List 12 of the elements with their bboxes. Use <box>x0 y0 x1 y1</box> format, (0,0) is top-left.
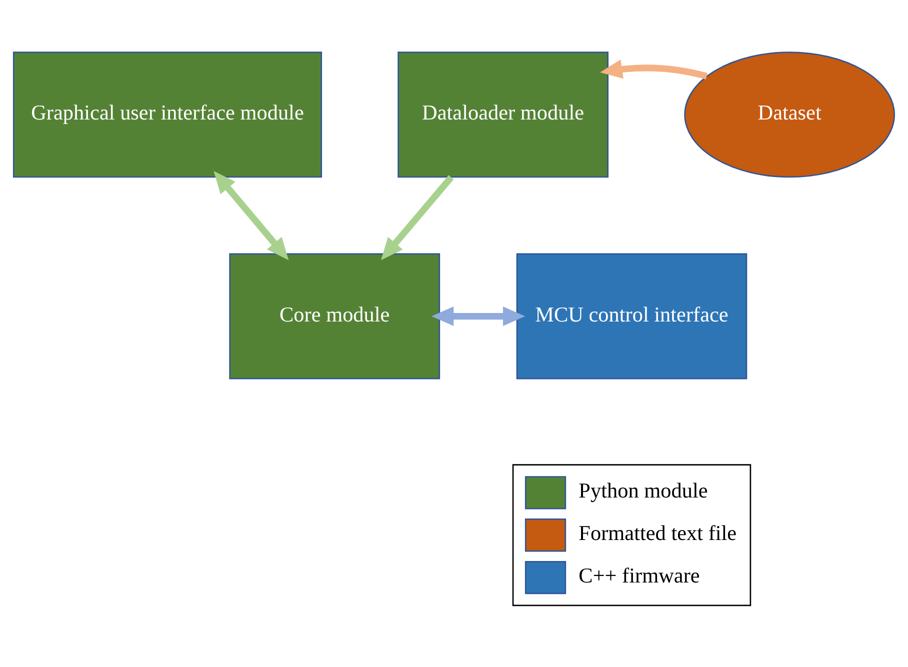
arrow <box>214 170 289 260</box>
node-box: Graphical user interface module <box>12 52 322 178</box>
node-ellipse: Dataset <box>684 52 896 178</box>
legend-label: Python module <box>578 478 708 503</box>
node-box: Core module <box>229 253 440 380</box>
node-box: Dataloader module <box>398 52 609 178</box>
arrow <box>600 60 708 80</box>
arrow <box>381 175 454 260</box>
legend-label: Formatted text file <box>578 521 737 546</box>
arrow <box>431 306 526 326</box>
node-box: MCU control interface <box>516 253 748 380</box>
legend-label: C++ firmware <box>578 564 700 588</box>
